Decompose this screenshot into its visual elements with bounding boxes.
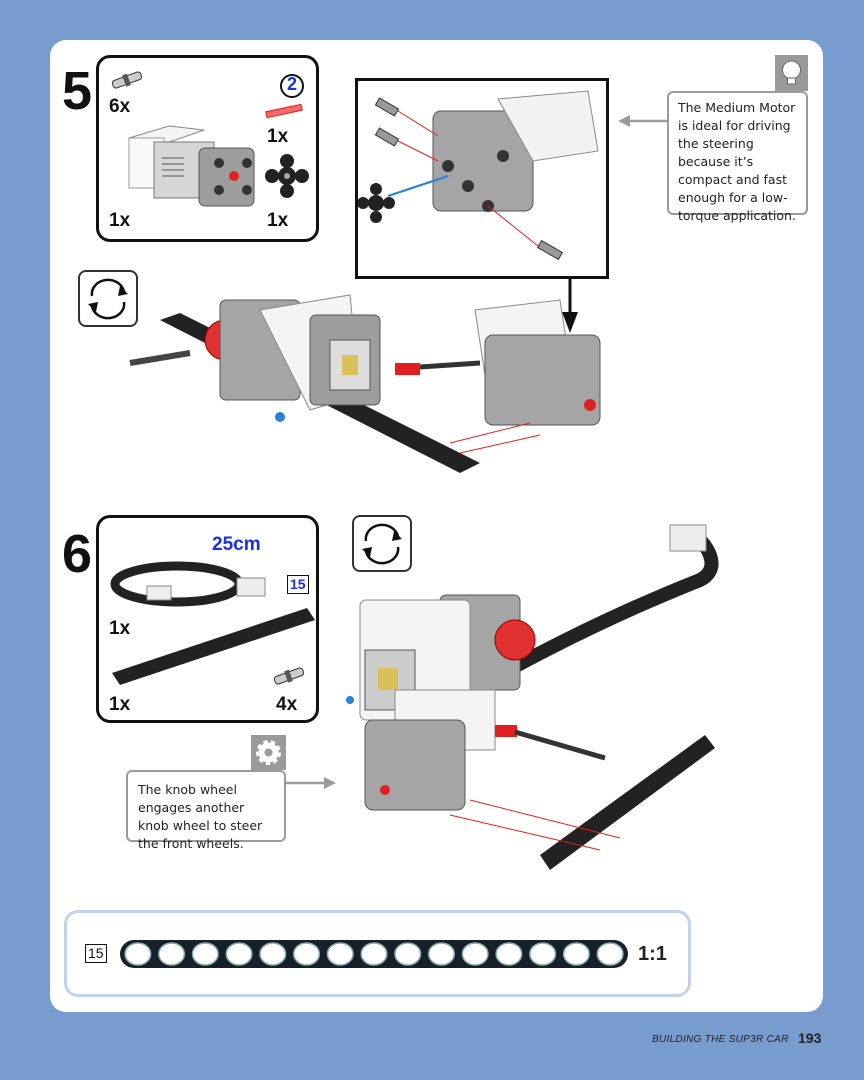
part-qty: 1x bbox=[109, 618, 131, 639]
gear-icon bbox=[251, 735, 286, 770]
beam-hole bbox=[158, 942, 186, 966]
axle-length-badge: 2 bbox=[286, 74, 297, 94]
beam-hole bbox=[124, 942, 152, 966]
parts-list-step-5: 6x 2 1x 1x 1x bbox=[96, 55, 319, 242]
beam-hole bbox=[562, 942, 590, 966]
beam-hole bbox=[596, 942, 624, 966]
part-qty: 4x bbox=[276, 694, 298, 715]
beam-hole bbox=[394, 942, 422, 966]
step-6-assembly-illustration bbox=[346, 524, 719, 870]
medium-motor-icon bbox=[128, 125, 255, 207]
rotate-model-icon bbox=[78, 270, 138, 327]
down-arrow-icon bbox=[562, 276, 578, 333]
section-title: BUILDING THE SUP3R CAR bbox=[652, 1034, 789, 1045]
beam-hole bbox=[461, 942, 489, 966]
callout-arrow-icon bbox=[286, 777, 336, 789]
lightbulb-icon bbox=[775, 55, 808, 91]
tip-callout: The knob wheel engages another knob whee… bbox=[126, 770, 286, 851]
rotate-model-icon bbox=[352, 515, 412, 572]
callout-arrow-icon bbox=[618, 115, 668, 127]
beam-length-badge: 15 bbox=[287, 575, 309, 594]
parts-list-step-6: 25cm 15 1x 1x 4x bbox=[96, 515, 319, 723]
beam-hole bbox=[326, 942, 354, 966]
red-axle-icon bbox=[265, 103, 303, 119]
step-5-assembly-illustration bbox=[129, 294, 601, 473]
part-qty: 1x bbox=[109, 694, 131, 715]
cable-length-label: 25cm bbox=[212, 534, 261, 555]
part-qty: 6x bbox=[109, 96, 131, 117]
detail-inset bbox=[355, 78, 609, 279]
page-number: 193 bbox=[798, 1030, 822, 1046]
connector-peg-icon bbox=[111, 71, 143, 89]
length-badge-icon bbox=[280, 74, 304, 98]
beam-15-icon bbox=[112, 608, 315, 685]
beam-hole bbox=[225, 942, 253, 966]
ruler-length-label: 15 bbox=[85, 944, 107, 963]
step-number: 5 bbox=[62, 61, 93, 121]
beam-hole bbox=[427, 942, 456, 966]
part-qty: 1x bbox=[109, 210, 131, 231]
tip-callout: The Medium Motor is ideal for driving th… bbox=[667, 91, 808, 223]
beam-hole bbox=[495, 942, 523, 966]
beam-length-ruler: 15 1:1 bbox=[64, 910, 691, 997]
step-number: 6 bbox=[62, 524, 93, 584]
connector-peg-icon bbox=[273, 667, 305, 685]
beam-hole bbox=[529, 942, 557, 966]
beam-hole bbox=[292, 942, 321, 966]
knob-wheel-icon bbox=[265, 154, 309, 198]
scale-label: 1:1 bbox=[638, 943, 667, 965]
beam-hole bbox=[191, 942, 219, 966]
beam-hole bbox=[259, 942, 287, 966]
motor-assembly-detail-illustration bbox=[357, 90, 599, 261]
beam-15-ruler-illustration bbox=[120, 940, 628, 968]
beam-hole bbox=[360, 942, 388, 966]
part-qty: 1x bbox=[267, 210, 289, 231]
cable-icon bbox=[110, 561, 266, 607]
part-qty: 1x bbox=[267, 126, 289, 147]
